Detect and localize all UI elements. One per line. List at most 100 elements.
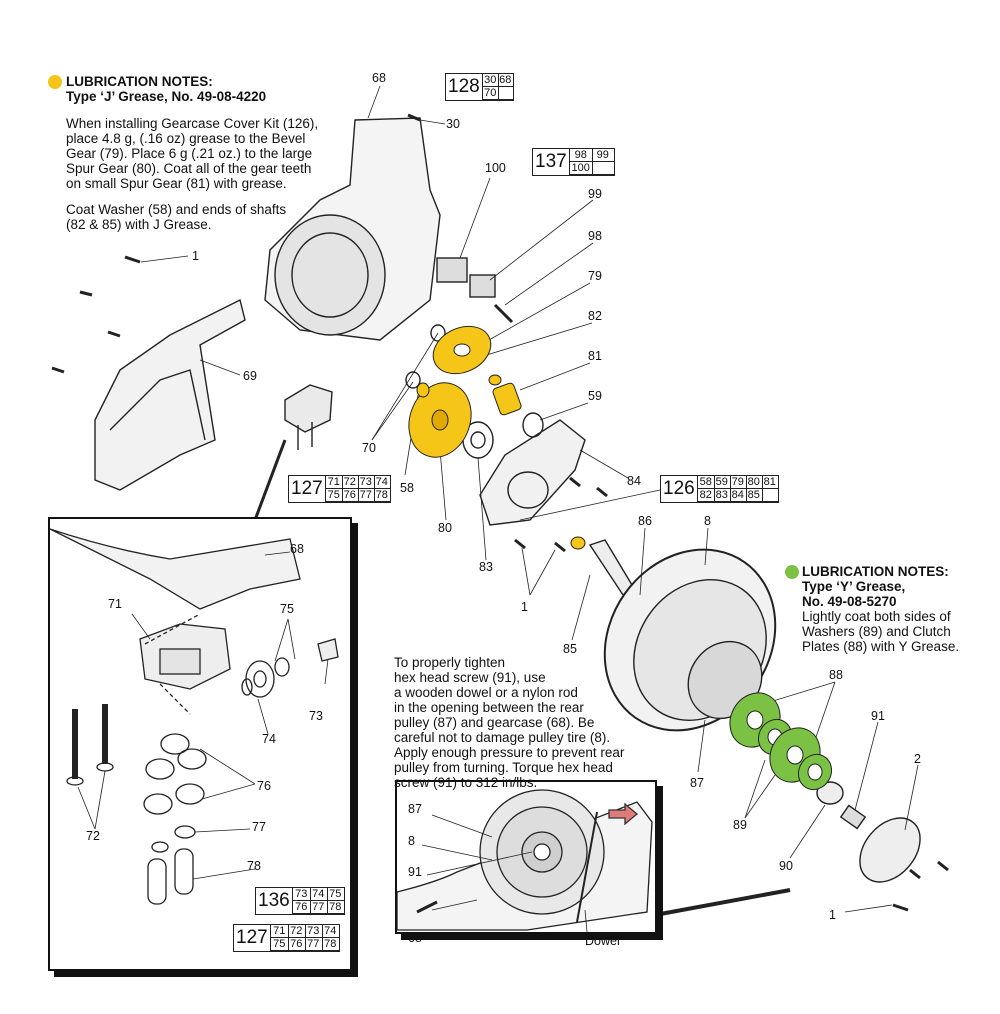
belt-guard-69 xyxy=(94,298,246,491)
callout-81: 81 xyxy=(588,349,602,363)
tighten-line: a wooden dowel or a nylon rod xyxy=(394,685,578,700)
tighten-line: in the opening between the rear xyxy=(394,700,584,715)
note-j-subtitle: Type ‘J’ Grease, No. 49-08-4220 xyxy=(66,89,267,104)
note-j-title: LUBRICATION NOTES: xyxy=(66,74,213,89)
kit-cell: 77 xyxy=(304,938,323,951)
note-j-line: When installing Gearcase Cover Kit (126)… xyxy=(66,116,319,131)
kit-number: 128 xyxy=(446,74,483,100)
kit-cell: 100 xyxy=(569,162,593,175)
callout-59: 59 xyxy=(588,389,602,403)
callout-89: 89 xyxy=(733,818,747,832)
bracket-71 xyxy=(284,384,333,433)
kit-cell: 76 xyxy=(292,901,311,914)
kit-cell: 99 xyxy=(591,149,615,162)
note-y-number: No. 49-08-5270 xyxy=(802,594,897,609)
kit-cell: 70 xyxy=(482,87,499,100)
callout-68: 68 xyxy=(372,71,386,85)
kit-cell: 75 xyxy=(326,888,345,901)
kit-cell: 74 xyxy=(321,925,340,938)
note-y-line: Plates (88) with Y Grease. xyxy=(802,639,960,654)
washer-58 xyxy=(416,382,430,398)
kit-cell: 68 xyxy=(497,74,514,87)
tighten-line: screw (91) to 312 in/lbs. xyxy=(394,775,538,790)
kit-cell: 30 xyxy=(482,74,499,87)
callout-79: 79 xyxy=(588,269,602,283)
callout-88: 88 xyxy=(829,668,843,682)
bracket-detail-inset xyxy=(48,517,352,971)
inset-callout-71: 71 xyxy=(108,597,122,611)
dowel-label: Dowel xyxy=(585,934,620,948)
note-y-title: LUBRICATION NOTES: xyxy=(802,564,949,579)
note-j-line: Coat Washer (58) and ends of shafts xyxy=(66,202,287,217)
pulley-detail-artwork xyxy=(396,789,653,933)
kit-cell: 79 xyxy=(729,476,747,489)
kit-cell: 78 xyxy=(321,938,340,951)
note-j-line: on small Spur Gear (81) with grease. xyxy=(66,176,287,191)
callout-8: 8 xyxy=(704,514,711,528)
kit-cell: 71 xyxy=(325,476,343,489)
callout-58: 58 xyxy=(400,481,414,495)
kit-cell: 74 xyxy=(309,888,328,901)
tighten-line: pulley (87) and gearcase (68). Be xyxy=(394,715,595,730)
kit-cell: 77 xyxy=(357,489,375,502)
tighten-line: hex head screw (91), use xyxy=(394,670,546,685)
callout-91: 91 xyxy=(871,709,885,723)
callout-2: 2 xyxy=(914,752,921,766)
kit-cell: 84 xyxy=(729,489,747,502)
inset-callout-68: 68 xyxy=(290,542,304,556)
kit-cell: 75 xyxy=(325,489,343,502)
callout-80: 80 xyxy=(438,521,452,535)
kit-number: 126 xyxy=(661,476,698,502)
note-y-line: Washers (89) and Clutch xyxy=(802,624,951,639)
kit-cell xyxy=(497,87,514,100)
callout-86: 86 xyxy=(638,514,652,528)
callout-100: 100 xyxy=(485,161,506,175)
kit-cell: 72 xyxy=(341,476,359,489)
detail-callout-91: 91 xyxy=(408,865,422,879)
kit-cell: 74 xyxy=(373,476,391,489)
callout-69: 69 xyxy=(243,369,257,383)
kit-cell: 76 xyxy=(341,489,359,502)
note-j-body: When installing Gearcase Cover Kit (126)… xyxy=(66,116,356,232)
lubrication-note-j: LUBRICATION NOTES: Type ‘J’ Grease, No. … xyxy=(66,74,346,104)
brush-holder-99 xyxy=(469,274,496,298)
detail-callout-8: 8 xyxy=(408,834,415,848)
kit-number: 137 xyxy=(533,149,570,175)
note-j-line: Gear (79). Place 6 g (.21 oz.) to the la… xyxy=(66,146,313,161)
kit-cell: 81 xyxy=(761,476,779,489)
inset-callout-73: 73 xyxy=(309,709,323,723)
note-y-line: Lightly coat both sides of xyxy=(802,609,951,624)
pulley-detail-inset xyxy=(395,780,657,934)
callout-83: 83 xyxy=(479,560,493,574)
kit-cell: 75 xyxy=(270,938,289,951)
note-y-type: Type ‘Y’ Grease, xyxy=(802,579,906,594)
callout-87: 87 xyxy=(690,776,704,790)
tighten-line: To properly tighten xyxy=(394,655,506,670)
callout-85: 85 xyxy=(563,642,577,656)
cover-plate-2 xyxy=(859,817,921,883)
note-j-line: Spur Gear (80). Coat all of the gear tee… xyxy=(66,161,312,176)
callout-1-mid: 1 xyxy=(521,600,528,614)
kit-cell xyxy=(761,489,779,502)
callout-70: 70 xyxy=(362,441,376,455)
callout-1-bottom: 1 xyxy=(829,908,836,922)
callout-84: 84 xyxy=(627,474,641,488)
kit-cell: 58 xyxy=(697,476,715,489)
inset-callout-72: 72 xyxy=(86,829,100,843)
kit-cell: 78 xyxy=(326,901,345,914)
kit-cell: 83 xyxy=(713,489,731,502)
lubrication-note-y: LUBRICATION NOTES: Type ‘Y’ Grease, No. … xyxy=(802,564,997,654)
kit-cell: 85 xyxy=(745,489,763,502)
grease-y-dot xyxy=(785,565,799,579)
brush-100 xyxy=(436,257,468,283)
kit-cell: 73 xyxy=(304,925,323,938)
kit-number: 127 xyxy=(234,925,271,951)
callout-1-top: 1 xyxy=(192,249,199,263)
kit-cell: 77 xyxy=(309,901,328,914)
inset-callout-77: 77 xyxy=(252,820,266,834)
kit-cell: 78 xyxy=(373,489,391,502)
